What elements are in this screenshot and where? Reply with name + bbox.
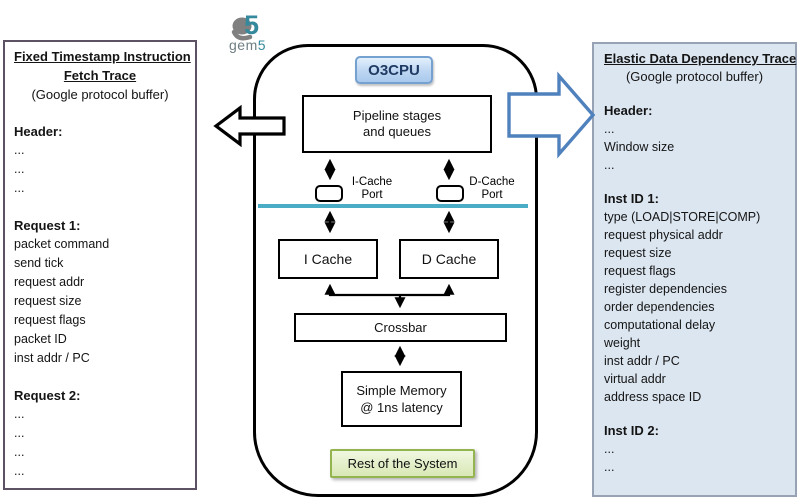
field-line: request size (14, 294, 82, 308)
field-line: request addr (14, 275, 85, 289)
logo-text-five: 5 (258, 37, 266, 53)
dependency-trace-subtitle: (Google protocol buffer) (625, 69, 764, 84)
fetch-trace-title-line1: Fixed Timestamp Instruction (14, 49, 191, 64)
request1-label: Request 1: (14, 218, 81, 233)
fetch-trace-panel: Fixed Timestamp Instruction Fetch Trace … (3, 40, 197, 490)
ellipsis-line: ... (14, 464, 25, 478)
field-line: request flags (14, 313, 86, 327)
gem5-logo: 5 gem5 (229, 10, 266, 53)
field-line: request size (604, 246, 672, 260)
inst-id2-label: Inst ID 2: (604, 423, 659, 438)
field-line: packet command (14, 237, 110, 251)
pipeline-box: Pipeline stages and queues (302, 95, 492, 153)
field-line: type (LOAD|STORE|COMP) (604, 210, 761, 224)
dependency-trace-panel: Elastic Data Dependency Trace (Google pr… (592, 42, 797, 497)
ellipsis-line: ... (14, 407, 25, 421)
fetch-trace-subtitle: (Google protocol buffer) (31, 87, 169, 102)
icache-box: I Cache (278, 239, 378, 279)
ellipsis-line: ... (14, 162, 25, 176)
logo-five-glyph: 5 (244, 10, 259, 40)
field-line: register dependencies (604, 282, 727, 296)
dcache-port-label: D-Cache Port (466, 176, 518, 202)
request2-label: Request 2: (14, 388, 81, 403)
ellipsis-line: ... (604, 122, 615, 136)
ellipsis-line: ... (604, 158, 615, 172)
field-line: order dependencies (604, 300, 715, 314)
field-line: inst addr / PC (14, 351, 90, 365)
memory-label-line1: Simple Memory (356, 383, 447, 398)
ellipsis-line: ... (14, 143, 25, 157)
dcache-port-box (436, 185, 464, 202)
ellipsis-line: ... (14, 426, 25, 440)
membus-divider-line (258, 204, 528, 208)
dependency-trace-title: Elastic Data Dependency Trace (604, 51, 797, 66)
icache-port-label: I-Cache Port (346, 176, 398, 202)
rest-of-system-box: Rest of the System (330, 449, 475, 478)
svg-text:gem5: gem5 (229, 37, 266, 53)
ellipsis-line: ... (14, 445, 25, 459)
field-line: address space ID (604, 390, 702, 404)
field-line: request physical addr (604, 228, 723, 242)
crossbar-box: Crossbar (294, 313, 507, 342)
logo-text-gem: gem (229, 37, 258, 53)
dcache-port-label-line2: Port (481, 189, 503, 201)
ellipsis-line: ... (14, 181, 25, 195)
dcache-box: D Cache (399, 239, 499, 279)
field-line: virtual addr (604, 372, 666, 386)
memory-label-line2: @ 1ns latency (360, 400, 443, 415)
dcache-port-label-line1: D-Cache (469, 176, 515, 188)
inst-id1-label: Inst ID 1: (604, 191, 659, 206)
field-line: send tick (14, 256, 64, 270)
field-line: inst addr / PC (604, 354, 680, 368)
field-line: computational delay (604, 318, 716, 332)
pipeline-label-line1: Pipeline stages (352, 108, 442, 123)
simple-memory-box: Simple Memory @ 1ns latency (341, 371, 462, 427)
field-line: packet ID (14, 332, 67, 346)
field-line: Window size (604, 140, 675, 154)
icache-port-box (315, 185, 343, 202)
fetch-trace-title-line2: Fetch Trace (63, 68, 137, 83)
ellipsis-line: ... (604, 460, 615, 474)
pipeline-label-line2: and queues (363, 124, 431, 139)
header-label: Header: (604, 103, 653, 118)
o3cpu-badge: O3CPU (355, 56, 433, 84)
header-label: Header: (14, 124, 63, 139)
icache-port-label-line1: I-Cache (351, 176, 393, 188)
field-line: request flags (604, 264, 676, 278)
icache-port-label-line2: Port (361, 189, 383, 201)
ellipsis-line: ... (604, 442, 615, 456)
field-line: weight (604, 336, 641, 350)
